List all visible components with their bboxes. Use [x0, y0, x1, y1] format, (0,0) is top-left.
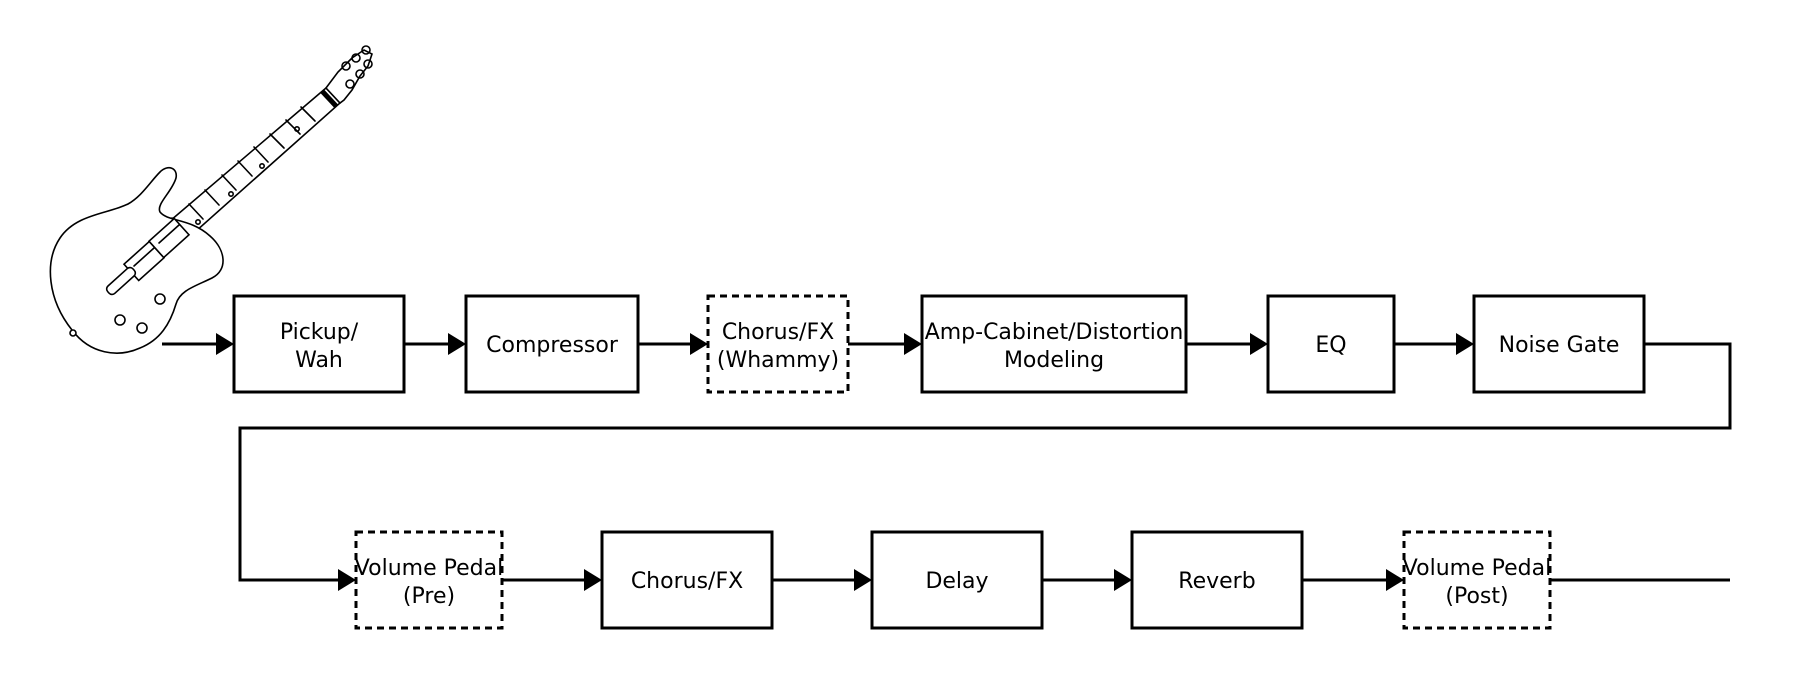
box-delay: Delay [870, 530, 1044, 630]
box-label-line: Volume Pedal [1403, 556, 1551, 581]
box-reverb: Reverb [1130, 530, 1304, 630]
box-label-line: Volume Pedal [355, 556, 503, 581]
arrowhead [1250, 333, 1268, 355]
return-connector-line [238, 342, 1732, 582]
box-label-line: Wah [295, 348, 343, 373]
arrowhead [1386, 569, 1404, 591]
chain-row-1: Pickup/ Wah Compressor Chorus/FX (Whammy… [232, 294, 1646, 394]
box-label-line: (Whammy) [717, 348, 839, 373]
arrowhead [448, 333, 466, 355]
box-label-line: Chorus/FX [631, 569, 743, 594]
chain-row-2: Volume Pedal (Pre) Chorus/FX Delay Rever… [354, 530, 1552, 630]
box-label-line: Modeling [1004, 348, 1104, 373]
box-label-line: Noise Gate [1499, 333, 1620, 358]
box-chorus-fx-whammy: Chorus/FX (Whammy) [706, 294, 850, 394]
box-label-line: Amp-Cabinet/Distortion [925, 320, 1184, 345]
box-pickup-wah: Pickup/ Wah [232, 294, 406, 394]
box-noise-gate: Noise Gate [1472, 294, 1646, 394]
box-label-line: EQ [1315, 333, 1346, 358]
box-eq: EQ [1266, 294, 1396, 394]
arrowhead [1114, 569, 1132, 591]
box-label-line: (Pre) [403, 584, 455, 609]
box-label-line: Delay [925, 569, 988, 594]
arrowhead [904, 333, 922, 355]
box-label-line: Reverb [1178, 569, 1255, 594]
box-chorus-fx: Chorus/FX [600, 530, 774, 630]
arrowhead [1456, 333, 1474, 355]
box-label-line: Pickup/ [280, 320, 359, 345]
box-volume-pedal-pre: Volume Pedal (Pre) [354, 530, 504, 630]
arrowhead [584, 569, 602, 591]
arrowhead [216, 333, 234, 355]
box-label-line: (Post) [1445, 584, 1508, 609]
box-label-line: Chorus/FX [722, 320, 834, 345]
arrowhead [338, 569, 356, 591]
box-compressor: Compressor [464, 294, 640, 394]
arrowhead [690, 333, 708, 355]
signal-connectors [162, 333, 1732, 591]
box-label-line: Compressor [486, 333, 619, 358]
electric-guitar-icon [49, 45, 373, 354]
box-volume-pedal-post: Volume Pedal (Post) [1402, 530, 1552, 630]
box-amp-cabinet-distortion-modeling: Amp-Cabinet/Distortion Modeling [920, 294, 1188, 394]
arrowhead [854, 569, 872, 591]
